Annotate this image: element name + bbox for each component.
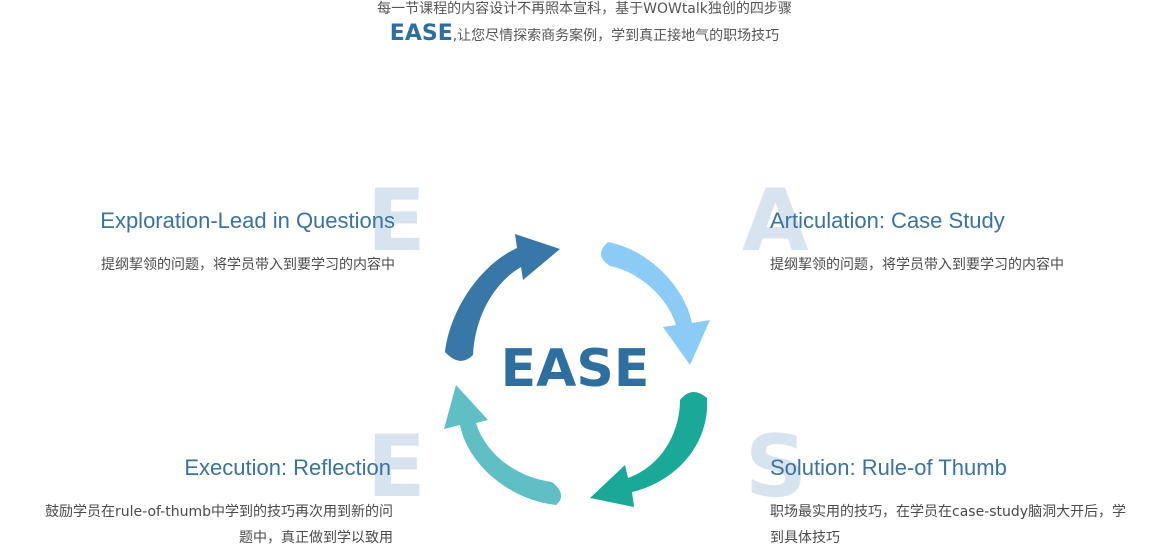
execution-desc: 鼓励学员在rule-of-thumb中学到的技巧再次用到新的问 题中，真正做到学…	[0, 499, 393, 551]
exploration-title: Exploration-Lead in Questions	[100, 208, 395, 233]
solution-desc-line-1: 职场最实用的技巧，在学员在case-study脑洞大开后，学	[770, 504, 1127, 520]
solution-title: Solution: Rule-of Thumb	[770, 455, 1007, 480]
intro-ease-highlight: EASE	[389, 21, 453, 46]
articulation-title: Articulation: Case Study	[770, 208, 1005, 233]
intro-line-2-text: ,让您尽情探索商务案例，学到真正接地气的职场技巧	[452, 28, 780, 44]
execution-desc-line-1: 鼓励学员在rule-of-thumb中学到的技巧再次用到新的问	[45, 504, 393, 520]
arrow-top-right	[600, 242, 710, 365]
arrow-top-left	[445, 234, 560, 361]
letter-s-solution: S	[745, 417, 807, 517]
arrow-bottom-right	[590, 391, 708, 507]
arrow-bottom-left	[444, 385, 562, 505]
execution-desc-line-2: 题中，真正做到学以致用	[239, 530, 393, 546]
execution-title: Execution: Reflection	[184, 455, 391, 480]
solution-desc-line-2: 到具体技巧	[770, 530, 840, 546]
intro-line-1: 每一节课程的内容设计不再照本宣科，基于WOWtalk独创的四步骤	[377, 1, 792, 17]
exploration-desc: 提纲挈领的问题，将学员带入到要学习的内容中	[101, 257, 395, 273]
letter-a-articulation: A	[742, 171, 809, 271]
articulation-desc: 提纲挈领的问题，将学员带入到要学习的内容中	[770, 257, 1064, 273]
ease-cycle-diagram	[444, 234, 710, 507]
letter-e-execution: E	[367, 417, 426, 517]
intro-line-2: EASE,让您尽情探索商务案例，学到真正接地气的职场技巧	[0, 21, 1169, 46]
solution-desc: 职场最实用的技巧，在学员在case-study脑洞大开后，学 到具体技巧	[770, 499, 1169, 551]
letter-e-exploration: E	[367, 171, 426, 271]
center-ease-label: EASE	[500, 339, 650, 399]
